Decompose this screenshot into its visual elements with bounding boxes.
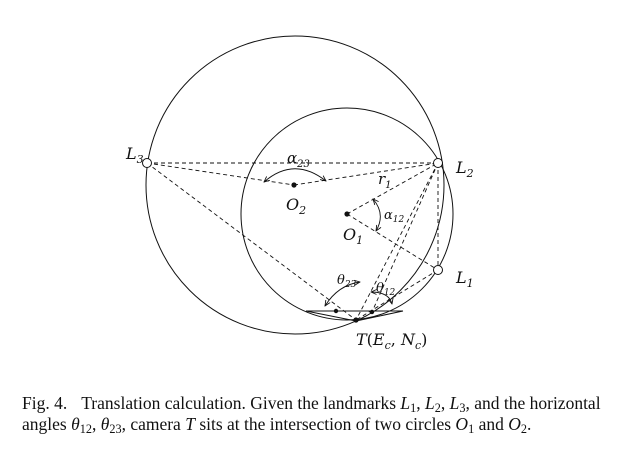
camera-wedge-left bbox=[305, 310, 357, 322]
camera-wedge-right bbox=[355, 310, 404, 322]
point-o2 bbox=[291, 182, 297, 188]
figure-caption: Fig. 4.Translation calculation. Given th… bbox=[22, 393, 601, 437]
label-l1: L1 bbox=[455, 268, 474, 290]
point-o1 bbox=[344, 211, 350, 217]
arc-theta23 bbox=[325, 282, 360, 306]
line-l1-t bbox=[355, 269, 439, 321]
marker-l1 bbox=[433, 265, 443, 275]
arc-theta12 bbox=[371, 292, 392, 304]
label-o1: O1 bbox=[343, 225, 363, 247]
line-l2-t bbox=[355, 162, 439, 321]
marker-l3 bbox=[142, 158, 152, 168]
label-l3: L3 bbox=[125, 144, 144, 166]
line-l3-o2 bbox=[146, 162, 295, 186]
arc-alpha12 bbox=[373, 199, 380, 231]
label-theta23: θ23 bbox=[337, 273, 357, 290]
line-o1-l1 bbox=[346, 213, 439, 271]
line-l2-mid bbox=[371, 162, 439, 313]
label-theta12: θ12 bbox=[376, 281, 396, 298]
translation-diagram: L3 L2 L1 O2 O1 r1 α23 α12 θ23 θ12 T(Ec, … bbox=[125, 35, 474, 352]
arc-alpha23 bbox=[264, 168, 326, 182]
label-camera: T(Ec, Nc) bbox=[356, 330, 427, 352]
circle-o1 bbox=[240, 107, 454, 321]
line-l3-t bbox=[146, 162, 357, 321]
label-o2: O2 bbox=[286, 195, 306, 217]
label-alpha12: α12 bbox=[384, 208, 405, 225]
circle-o2 bbox=[145, 35, 445, 335]
line-o1-l2 bbox=[346, 162, 439, 215]
label-alpha23: α23 bbox=[287, 149, 310, 170]
label-r1: r1 bbox=[378, 170, 392, 191]
point-t-right bbox=[369, 309, 375, 315]
figure-number: Fig. 4. bbox=[22, 393, 68, 413]
point-t-left bbox=[333, 308, 339, 314]
marker-l2 bbox=[433, 158, 443, 168]
label-l2: L2 bbox=[455, 158, 474, 180]
point-t bbox=[353, 317, 359, 323]
